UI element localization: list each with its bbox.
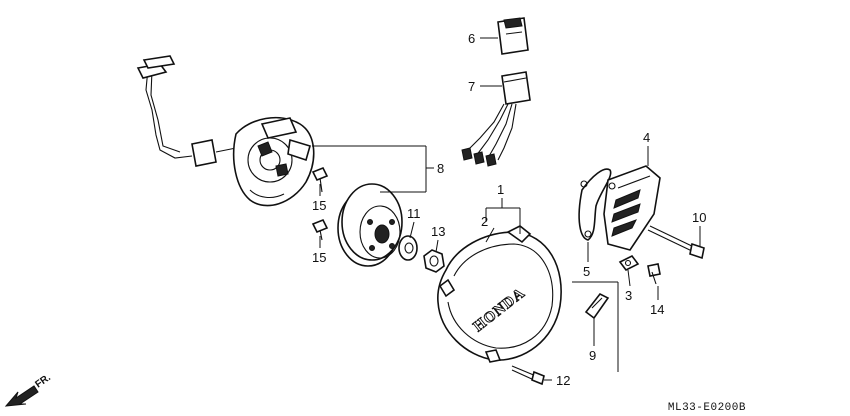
collar-3 [618, 254, 640, 272]
diagram-code: ML33-E0200B [668, 402, 746, 414]
bolt-10 [647, 225, 705, 260]
callout-5: 5 [583, 264, 590, 279]
arrow-icon [4, 385, 39, 407]
callout-3: 3 [625, 288, 632, 303]
callout-15-lower: 15 [312, 250, 326, 265]
callout-7: 7 [468, 79, 475, 94]
bolt-15-upper [311, 166, 329, 193]
front-direction-arrow: FR. [4, 372, 53, 407]
callout-2: 2 [481, 214, 488, 229]
nut-13 [423, 249, 445, 273]
callout-10: 10 [692, 210, 706, 225]
bolt-14 [647, 263, 661, 285]
callout-1: 1 [497, 182, 504, 197]
callout-6: 6 [468, 31, 475, 46]
callout-8: 8 [437, 161, 444, 176]
clip-9 [584, 292, 610, 320]
guard-plate-5 [578, 168, 612, 241]
direction-label: FR. [33, 372, 53, 390]
cdi-unit-7 [461, 71, 531, 167]
regulator-6 [497, 17, 529, 55]
sprocket-cover-4 [603, 165, 661, 251]
leader-lines [312, 37, 701, 381]
bolt-12 [511, 365, 545, 386]
callout-15-upper: 15 [312, 198, 326, 213]
callout-13: 13 [431, 224, 445, 239]
callout-4: 4 [643, 130, 650, 145]
callout-12: 12 [556, 373, 570, 388]
callout-14: 14 [650, 302, 664, 317]
washer-11 [398, 235, 418, 261]
callout-9: 9 [589, 348, 596, 363]
left-crankcase-cover: HONDA [437, 225, 562, 363]
bolt-15-lower [311, 218, 329, 241]
callout-11: 11 [407, 206, 421, 221]
callout-labels: 1 2 3 4 5 6 7 8 9 10 11 12 13 14 15 15 [312, 31, 706, 388]
stator-assembly [136, 55, 315, 207]
flywheel [337, 183, 403, 267]
